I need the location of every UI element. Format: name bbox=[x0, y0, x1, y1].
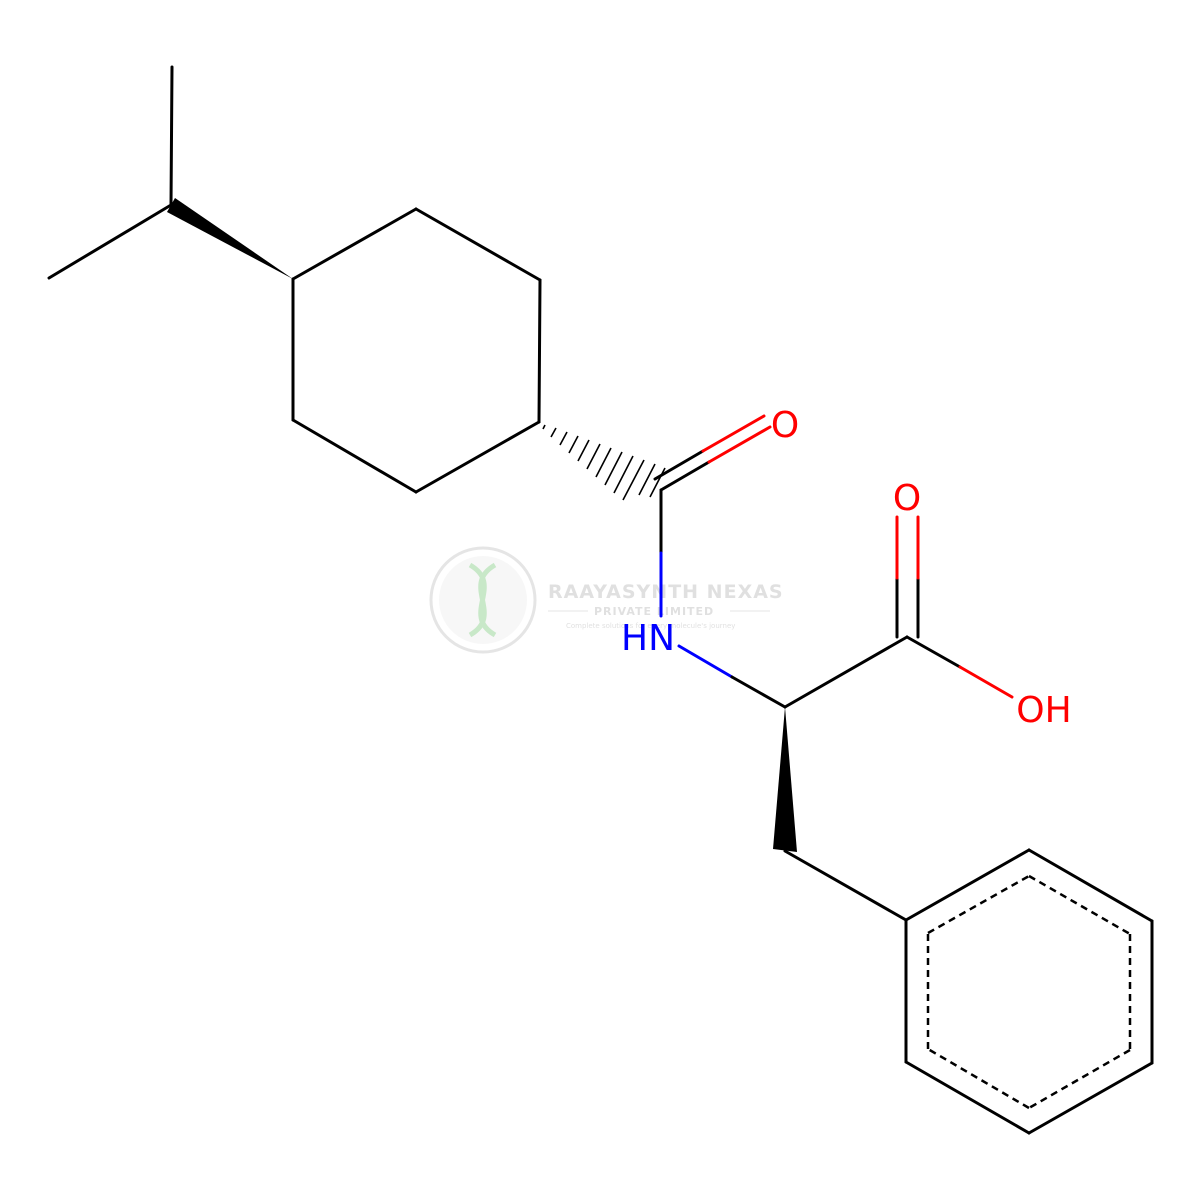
bond-carboxyl-oh bbox=[905, 635, 1014, 699]
bond-isopropyl-methyl-left bbox=[47, 203, 173, 280]
bond-ring-4 bbox=[414, 420, 541, 494]
aromatic-dash-2 bbox=[1028, 874, 1131, 936]
atom-label-hydroxyl: OH bbox=[1016, 690, 1071, 731]
atom-label-carbonyl-oxygen: O bbox=[771, 405, 799, 446]
bond-alpha-carboxyl bbox=[783, 635, 909, 709]
aromatic-dash-5 bbox=[927, 1047, 1030, 1110]
bond-ring-1 bbox=[291, 207, 418, 281]
bond-ring-5 bbox=[291, 418, 418, 494]
atom-label-acid-oxygen: O bbox=[893, 478, 921, 519]
wedge-bond-isopropyl bbox=[167, 198, 293, 279]
bond-isopropyl-methyl-top bbox=[169, 65, 174, 207]
watermark-tagline: Complete solutions for every molecule's … bbox=[566, 622, 735, 630]
bond-phenyl-1 bbox=[904, 848, 1031, 922]
atom-label-amide-nitrogen: HN bbox=[621, 618, 675, 659]
bond-ring-3 bbox=[537, 278, 542, 424]
watermark-subtitle: PRIVATE LIMITED bbox=[594, 605, 714, 618]
bond-phenyl-5 bbox=[904, 1060, 1031, 1135]
bond-n-alpha bbox=[677, 644, 787, 709]
bonds bbox=[47, 65, 1154, 1135]
aromatic-dash-4 bbox=[1028, 1048, 1131, 1110]
bond-ring-2 bbox=[414, 207, 542, 282]
bond-ch2-phenyl bbox=[783, 849, 908, 922]
aromatic-dashed-ring bbox=[926, 874, 1132, 1110]
bond-phenyl-4 bbox=[1027, 1061, 1154, 1135]
watermark-logo-ring bbox=[429, 546, 537, 654]
bond-carboxyl-double bbox=[895, 515, 920, 639]
aromatic-dash-1 bbox=[927, 874, 1030, 935]
watermark: RAAYASYNTH NEXAS PRIVATE LIMITED Complet… bbox=[429, 546, 784, 654]
bond-amide-carbonyl-double bbox=[653, 414, 772, 492]
wedge-bond-alpha-ch2 bbox=[773, 707, 797, 852]
watermark-dna-icon bbox=[468, 562, 497, 638]
watermark-company-name: RAAYASYNTH NEXAS bbox=[548, 581, 784, 603]
hashed-wedge-bond-carbonyl bbox=[542, 424, 666, 501]
bond-phenyl-2 bbox=[1027, 848, 1154, 923]
